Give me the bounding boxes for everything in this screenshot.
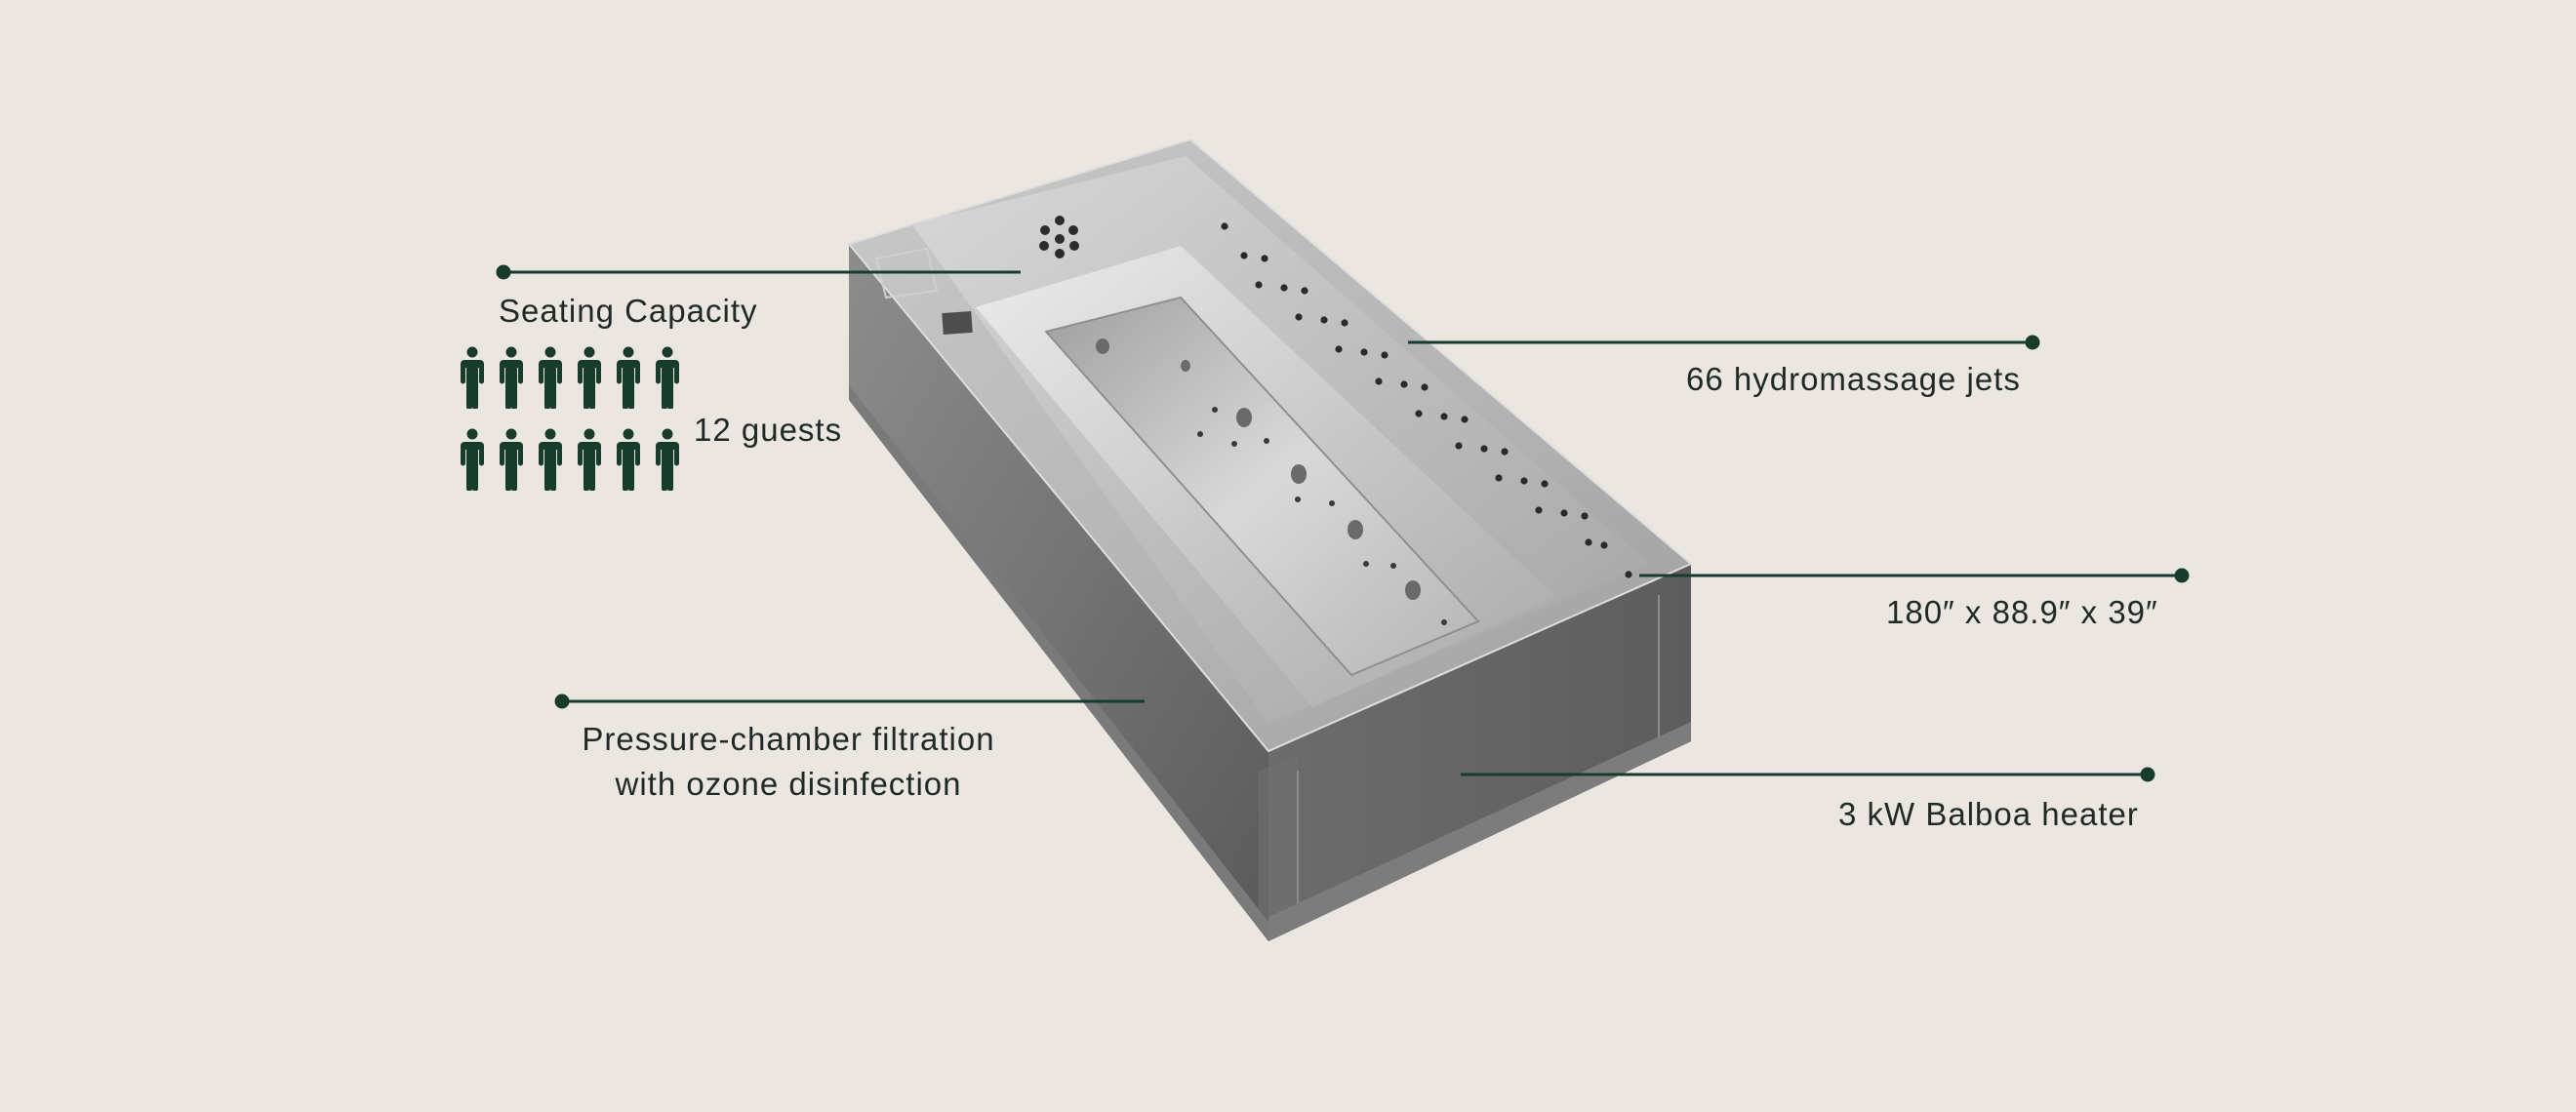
- person-icon: [576, 428, 603, 491]
- person-icon: [654, 428, 681, 491]
- person-icon: [498, 428, 525, 491]
- jet-dot: [1560, 509, 1568, 517]
- jet-dot: [1255, 281, 1263, 289]
- dimensions-label: 180″ x 88.9″ x 39″: [1886, 594, 2158, 630]
- jet-dot: [1600, 541, 1608, 549]
- jet-cluster: [1039, 216, 1079, 258]
- person-icon: [459, 428, 486, 491]
- person-icon: [615, 346, 642, 409]
- wall-jets: [1221, 222, 1632, 578]
- jet-dot: [1501, 448, 1509, 456]
- bench-jets: [1096, 338, 1421, 600]
- jet-dot: [1585, 538, 1592, 546]
- person-icon: [576, 346, 603, 409]
- guest-icons: [459, 346, 693, 510]
- jet-dot: [1480, 445, 1488, 453]
- heater-leader-dot: [2140, 767, 2155, 782]
- jet-dot: [1440, 413, 1448, 420]
- jet-dot: [1301, 287, 1308, 295]
- filtration-leader-dot: [554, 694, 570, 709]
- jet-dot: [1320, 316, 1328, 324]
- jet-dot: [1625, 571, 1632, 578]
- jet-dot: [1341, 319, 1348, 327]
- person-icon: [537, 428, 564, 491]
- seating-capacity-count: 12 guests: [694, 412, 843, 448]
- jet-dot: [1295, 313, 1303, 321]
- guest-icons-row: [459, 346, 693, 409]
- seating-leader-dot: [496, 264, 511, 280]
- jet-dot: [1375, 377, 1383, 385]
- spa-footwell: [1044, 296, 1480, 677]
- jet-dot: [1335, 345, 1343, 353]
- jet-dot: [1221, 222, 1228, 230]
- dimensions-leader-dot: [2174, 568, 2190, 583]
- seating-capacity-title: Seating Capacity: [499, 293, 758, 329]
- person-icon: [459, 346, 486, 409]
- person-icon: [498, 346, 525, 409]
- jet-dot: [1461, 416, 1469, 423]
- jet-dot: [1421, 383, 1429, 391]
- heater-label: 3 kW Balboa heater: [1838, 796, 2139, 832]
- jet-dot: [1400, 380, 1408, 388]
- guest-icons-row: [459, 428, 693, 491]
- spa-short-side: [1268, 564, 1691, 941]
- filtration-label-line2: with ozone disinfection: [615, 766, 962, 802]
- jet-dot: [1360, 348, 1368, 356]
- jet-dot: [1280, 284, 1288, 292]
- jet-dot: [1381, 351, 1389, 359]
- jet-dot: [1240, 252, 1248, 259]
- spa-long-side: [849, 244, 1268, 941]
- jet-dot: [1541, 480, 1549, 488]
- jet-dot: [1520, 477, 1528, 485]
- jet-dot: [1581, 512, 1589, 520]
- person-icon: [537, 346, 564, 409]
- filtration-label-line1: Pressure-chamber filtration: [582, 721, 995, 757]
- filtration-label: Pressure-chamber filtration with ozone d…: [556, 717, 1021, 807]
- jets-label: 66 hydromassage jets: [1686, 361, 2021, 397]
- jet-dot: [1261, 255, 1268, 262]
- jet-dot: [1495, 474, 1503, 482]
- jet-dot: [1535, 506, 1543, 514]
- person-icon: [615, 428, 642, 491]
- jet-dot: [1415, 410, 1423, 417]
- jet-dot: [1455, 442, 1463, 450]
- jets-leader-dot: [2025, 335, 2040, 350]
- person-icon: [654, 346, 681, 409]
